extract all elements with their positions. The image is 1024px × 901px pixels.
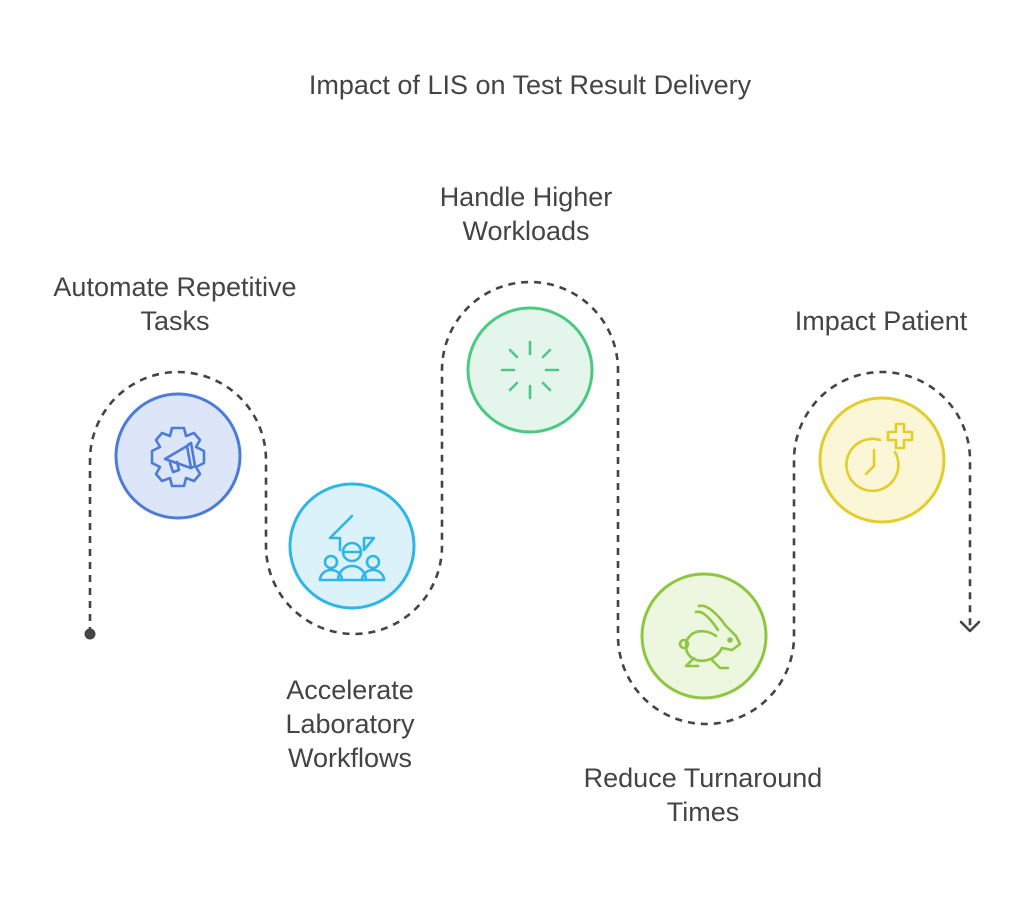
step-2-node <box>288 482 416 610</box>
step-5-node <box>818 396 946 524</box>
step-1-node <box>114 392 242 520</box>
clock-plus-icon <box>845 422 914 493</box>
diagram-title: Impact of LIS on Test Result Delivery <box>308 70 752 100</box>
step-1-label: Automate Repetitive Tasks <box>53 272 297 336</box>
step-2-label: Accelerate Laboratory Workflows <box>285 675 415 773</box>
step-4-label: Reduce Turnaround Times <box>583 763 823 827</box>
path-start-dot <box>84 628 96 640</box>
dashed-path <box>88 280 972 726</box>
loading-spinner-icon <box>500 340 560 400</box>
step-3-label: Handle Higher Workloads <box>439 182 613 246</box>
running-rabbit-icon <box>678 604 742 670</box>
gear-megaphone-icon <box>150 426 206 488</box>
step-3-node <box>466 306 594 434</box>
path-end-arrow-icon <box>959 620 981 633</box>
step-5-label: Impact Patient <box>794 306 968 336</box>
team-growth-icon <box>318 514 386 582</box>
step-4-node <box>640 572 768 700</box>
